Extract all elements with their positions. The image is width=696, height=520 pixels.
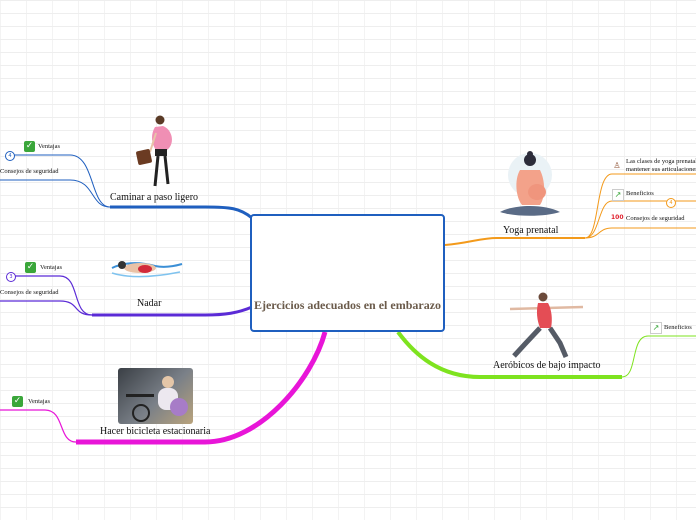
branch-yoga-label[interactable]: Yoga prenatal <box>503 225 559 236</box>
connector-walk-sub <box>10 154 111 208</box>
check-icon: ✓ <box>25 262 36 273</box>
check-icon: ✓ <box>24 141 35 152</box>
aerobic-beneficios-label[interactable]: Beneficios <box>664 324 692 331</box>
bike-ventajas-label[interactable]: Ventajas <box>28 398 51 405</box>
chart-increasing-icon: ↗ <box>612 189 624 201</box>
connector-swim-sub <box>12 275 93 316</box>
connector-yoga-sub <box>584 173 696 239</box>
connector-aerobic <box>396 330 622 379</box>
yoga-consejos-label[interactable]: Consejos de seguridad <box>626 215 685 222</box>
swim-ventajas-label[interactable]: Ventajas <box>40 264 63 271</box>
person-meditating-icon: ♙ <box>613 161 621 170</box>
connector-yoga-sub3 <box>584 227 696 239</box>
stationary-bike-photo <box>118 368 193 424</box>
connector-swim-sub2 <box>0 300 93 316</box>
connector-swim <box>92 305 253 317</box>
connector-yoga <box>444 237 585 246</box>
branch-bike-label[interactable]: Hacer bicicleta estacionaria <box>100 426 211 437</box>
yoga-clases-label[interactable]: Las clases de yoga prenatal <box>626 158 696 165</box>
walk-ventajas-label[interactable]: Ventajas <box>38 143 61 150</box>
branch-swim-label[interactable]: Nadar <box>137 298 162 309</box>
yoga-beneficios-count: 4 <box>666 198 676 208</box>
central-topic-title: Ejercicios adecuados en el embarazo <box>253 298 442 312</box>
swimmer-illustration <box>111 261 183 278</box>
check-icon: ✓ <box>12 396 23 407</box>
walk-consejos-label[interactable]: Consejos de seguridad <box>0 168 59 175</box>
connector-aerobic-sub <box>621 335 696 378</box>
walking-woman-illustration <box>136 115 172 187</box>
yoga-clases-label-line2: mantener sus articulaciones <box>626 166 696 173</box>
yoga-beneficios-label[interactable]: Beneficios <box>626 190 654 197</box>
swim-consejos-label[interactable]: Consejos de seguridad <box>0 289 59 296</box>
swim-ventajas-count: 3 <box>6 272 16 282</box>
warrior-pose-illustration <box>509 292 584 358</box>
yoga-woman-illustration <box>500 151 560 216</box>
chart-increasing-icon: ↗ <box>650 322 662 334</box>
branch-aerobic-label[interactable]: Aeróbicos de bajo impacto <box>493 360 601 371</box>
connector-walk <box>110 205 253 220</box>
connector-bike-sub <box>0 409 77 443</box>
central-topic[interactable]: Ejercicios adecuados en el embarazo <box>250 214 445 332</box>
connector-bike <box>76 331 328 445</box>
hundred-points-icon: 100 <box>611 214 624 221</box>
walk-ventajas-count: 4 <box>5 151 15 161</box>
branch-walk-label[interactable]: Caminar a paso ligero <box>110 192 199 203</box>
connector-yoga-sub2 <box>584 200 696 239</box>
connector-walk-sub2 <box>0 179 111 208</box>
